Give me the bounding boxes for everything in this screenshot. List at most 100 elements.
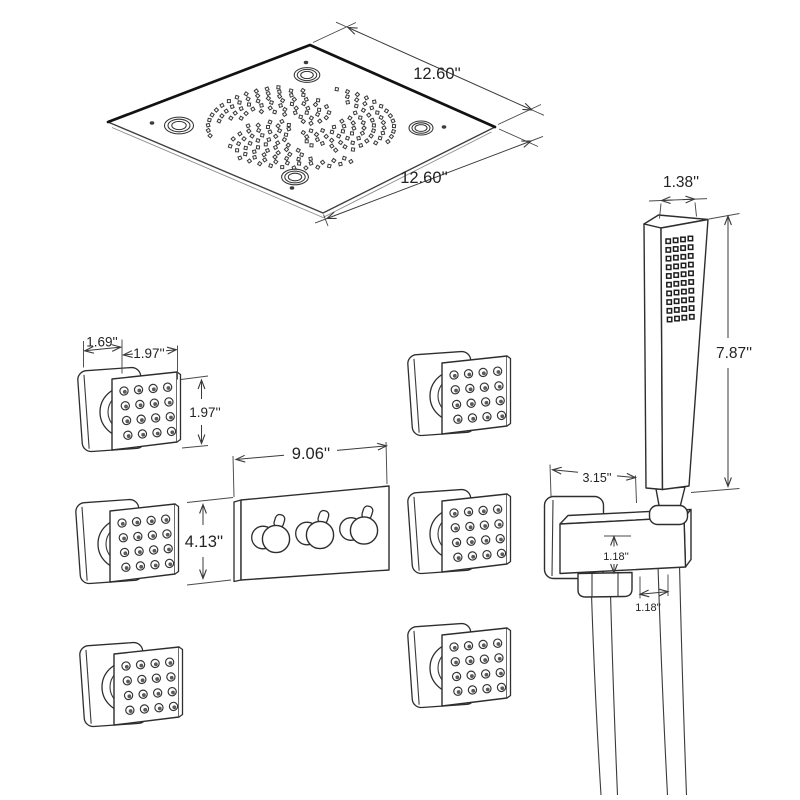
head-nozzle-dot (340, 129, 346, 134)
body-jet-2 (74, 498, 180, 585)
dim-body-jet (83, 339, 209, 449)
head-nozzle-dot (281, 136, 288, 143)
head-nozzle-dot (319, 140, 325, 146)
wand-nozzle-dot (666, 299, 673, 306)
wand-nozzle-dot (665, 246, 672, 253)
wand-side-face (643, 223, 664, 491)
head-nozzle-dot (237, 100, 242, 105)
head-nozzle-dot (329, 129, 335, 135)
head-nozzle-dot (334, 86, 340, 92)
head-nozzle-dot (341, 155, 347, 161)
dim-label-valve-height: 4.13'' (185, 533, 223, 551)
head-nozzle-dot (371, 123, 377, 128)
wand-nozzle-dot (680, 253, 687, 260)
head-nozzle-dot (390, 118, 396, 124)
dim-label-holder-height: 1.18'' (603, 551, 629, 563)
head-nozzle-dot (323, 103, 330, 110)
head-nozzle-dot (242, 151, 248, 157)
head-nozzle-dot (312, 101, 319, 108)
thermostatic-valve (233, 485, 390, 583)
head-nozzle-dot (369, 105, 375, 111)
head-nozzle-dot (209, 112, 215, 118)
head-nozzle-dot (316, 107, 322, 112)
head-nozzle-dot (243, 91, 249, 97)
head-nozzle-dot (305, 105, 311, 111)
wand-nozzle-dot (672, 246, 679, 252)
head-nozzle-dot (272, 133, 279, 140)
wand-front-face (660, 218, 709, 491)
head-nozzle-dot (361, 125, 367, 131)
head-nozzle-dot (267, 129, 273, 135)
wand-nozzle-dot (681, 306, 688, 312)
body-jet-1 (76, 366, 182, 453)
body-jet-5 (406, 488, 512, 575)
head-nozzle-dot (275, 149, 282, 156)
head-nozzle-dot (344, 135, 351, 141)
hose-right-edge (678, 564, 688, 796)
body-jet-4 (406, 350, 512, 437)
head-nozzle-dot (301, 92, 306, 98)
head-nozzle-dot (288, 92, 294, 98)
dim-hand-shower-height (690, 213, 740, 493)
corner-light-top (293, 67, 321, 83)
head-nozzle-dot (207, 117, 212, 123)
head-nozzle-dot (350, 120, 357, 126)
head-nozzle-dot (304, 134, 310, 140)
head-nozzle-dot (372, 140, 379, 146)
head-nozzle-dot (300, 87, 306, 94)
head-nozzle-dot (358, 142, 364, 148)
head-nozzle-dot (341, 123, 347, 129)
head-nozzle-dot (278, 103, 284, 108)
head-nozzle-dot (319, 127, 326, 134)
screw-dot (289, 186, 295, 190)
head-nozzle-dot (323, 133, 330, 140)
dim-label-wand-width: 1.38'' (663, 174, 699, 191)
head-nozzle-dot (283, 146, 290, 153)
head-nozzle-dot (280, 165, 285, 170)
wand-collar (648, 504, 689, 526)
head-nozzle-dot (326, 110, 332, 116)
head-nozzle-dot (345, 99, 351, 105)
head-nozzle-dot (272, 154, 278, 160)
head-nozzle-dot (360, 107, 367, 114)
dim-label-jet-depth: 1.69'' (86, 335, 117, 350)
head-nozzle-dot (292, 110, 298, 116)
wand-nozzle-dot (673, 263, 680, 270)
wand-nozzle-dot (688, 296, 695, 303)
head-nozzle-dot (299, 152, 305, 158)
wand-nozzle-dot (680, 271, 687, 278)
head-nozzle-dot (326, 163, 332, 169)
head-nozzle-dot (279, 118, 285, 125)
hose-left-edge (590, 593, 602, 796)
head-nozzle-dot (258, 108, 265, 115)
hose-right-edge (657, 565, 669, 796)
wand-nozzle-dot (680, 236, 686, 243)
head-nozzle-dot (283, 132, 289, 138)
head-nozzle-dot (363, 95, 370, 101)
head-nozzle-dot (252, 154, 258, 160)
wand-nozzle-dot (688, 287, 695, 294)
head-nozzle-dot (255, 127, 262, 134)
dim-head-width (312, 21, 545, 125)
head-nozzle-dot (388, 133, 395, 140)
head-nozzle-dot (319, 159, 326, 166)
dim-label-valve-width: 9.06'' (292, 445, 330, 463)
head-nozzle-dot (265, 95, 272, 102)
wand-nozzle-dot (687, 235, 694, 242)
head-nozzle-dot (296, 156, 301, 162)
dim-label-jet-width: 1.97'' (133, 346, 164, 361)
head-nozzle-dot (289, 101, 295, 107)
head-nozzle-dot (387, 112, 394, 119)
head-nozzle-dot (380, 130, 386, 136)
head-nozzle-dot (342, 144, 348, 150)
head-nozzle-dot (237, 131, 243, 137)
wand-nozzle-dot (673, 306, 680, 313)
wand-nozzle-dot (688, 313, 695, 320)
dim-label-jet-height: 1.97'' (189, 405, 220, 420)
head-nozzle-dot (315, 98, 321, 103)
wand-nozzle-dot (672, 237, 679, 244)
head-nozzle-dot (308, 120, 314, 127)
head-nozzle-dot (276, 93, 283, 100)
wand-nozzle-dot (665, 255, 672, 262)
